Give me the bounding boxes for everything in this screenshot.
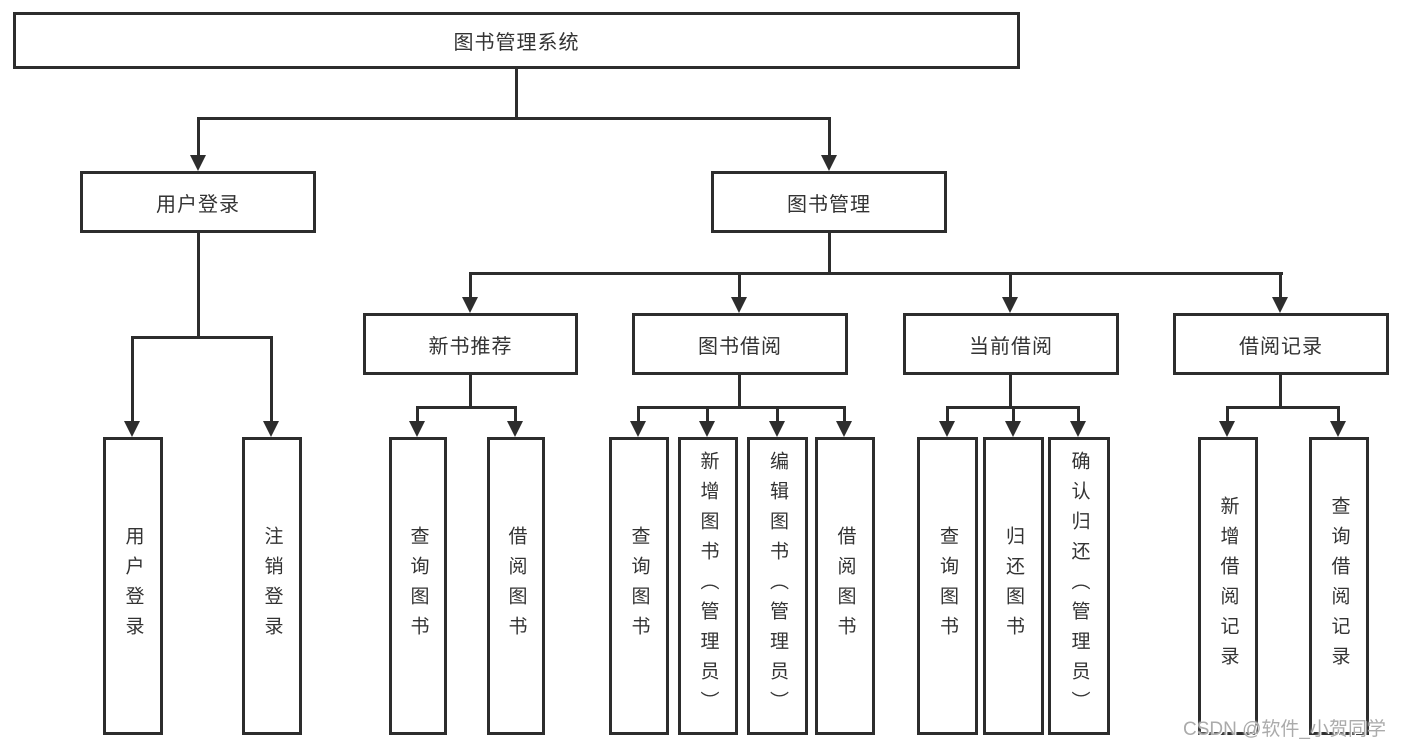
arrowhead-down-icon [1219,421,1235,437]
connector-line [946,406,949,424]
arrowhead-down-icon [821,155,837,171]
connector-line [738,375,741,409]
leaf-user-login-label: 用户登录 [122,526,144,646]
leaf-query-book-current: 查询图书 [917,437,978,735]
arrowhead-down-icon [1002,297,1018,313]
connector-line [1009,375,1012,409]
leaf-add-borrow-record-label: 新增借阅记录 [1217,496,1239,676]
node-borrow-records: 借阅记录 [1173,313,1389,375]
connector-line [270,336,273,424]
node-library-system: 图书管理系统 [13,12,1020,69]
leaf-confirm-return-admin-label: 确认归还（管理员） [1068,451,1090,721]
connector-line [1337,406,1340,424]
node-book-management: 图书管理 [711,171,947,233]
leaf-borrow-book-recommend-label: 借阅图书 [505,526,527,646]
arrowhead-down-icon [939,421,955,437]
leaf-add-borrow-record: 新增借阅记录 [1198,437,1258,735]
leaf-add-book-admin: 新增图书（管理员） [678,437,738,735]
connector-line [1279,375,1282,409]
leaf-query-book-borrow-label: 查询图书 [628,526,650,646]
connector-line [843,406,846,424]
connector-line [1009,272,1012,300]
arrowhead-down-icon [1272,297,1288,313]
csdn-watermark: CSDN @软件_小贺同学 [1183,719,1386,740]
leaf-query-book-recommend: 查询图书 [389,437,447,735]
node-current-borrow-label: 当前借阅 [969,335,1053,358]
arrowhead-down-icon [462,297,478,313]
leaf-edit-book-admin-label: 编辑图书（管理员） [767,451,788,721]
connector-line [197,117,831,120]
node-book-management-label: 图书管理 [787,193,871,216]
arrowhead-down-icon [1005,421,1021,437]
connector-line [197,117,200,157]
arrowhead-down-icon [263,421,279,437]
leaf-borrow-book: 借阅图书 [815,437,875,735]
arrowhead-down-icon [1330,421,1346,437]
leaf-return-book: 归还图书 [983,437,1044,735]
connector-line [197,233,200,339]
connector-line [1226,406,1340,409]
leaf-query-borrow-record: 查询借阅记录 [1309,437,1369,735]
connector-line [1279,272,1282,300]
node-current-borrow: 当前借阅 [903,313,1119,375]
leaf-logout-label: 注销登录 [261,526,283,646]
arrowhead-down-icon [769,421,785,437]
connector-line [131,336,134,424]
node-new-book-recommend: 新书推荐 [363,313,578,375]
arrowhead-down-icon [190,155,206,171]
leaf-borrow-book-label: 借阅图书 [834,526,856,646]
node-library-system-label: 图书管理系统 [453,32,580,54]
leaf-return-book-label: 归还图书 [1003,526,1024,646]
leaf-query-borrow-record-label: 查询借阅记录 [1328,496,1350,676]
arrowhead-down-icon [124,421,140,437]
connector-line [416,406,419,424]
leaf-query-book-borrow: 查询图书 [609,437,669,735]
connector-line [738,272,741,300]
arrowhead-down-icon [836,421,852,437]
connector-line [469,272,1283,275]
connector-line [469,375,472,409]
node-user-login: 用户登录 [80,171,316,233]
leaf-edit-book-admin: 编辑图书（管理员） [747,437,808,735]
connector-line [637,406,640,424]
connector-line [637,406,846,409]
connector-line [828,117,831,157]
connector-line [131,336,273,339]
connector-line [706,406,709,424]
arrowhead-down-icon [699,421,715,437]
leaf-user-login: 用户登录 [103,437,163,735]
arrowhead-down-icon [1070,421,1086,437]
node-borrow-records-label: 借阅记录 [1239,335,1323,358]
connector-line [416,406,517,409]
connector-line [514,406,517,424]
arrowhead-down-icon [731,297,747,313]
node-book-borrow-label: 图书借阅 [698,335,782,358]
leaf-confirm-return-admin: 确认归还（管理员） [1048,437,1110,735]
connector-line [1077,406,1080,424]
connector-line [469,272,472,300]
leaf-add-book-admin-label: 新增图书（管理员） [697,451,719,721]
connector-line [1226,406,1229,424]
arrowhead-down-icon [630,421,646,437]
connector-line [515,69,518,120]
node-new-book-recommend-label: 新书推荐 [428,335,513,358]
leaf-query-book-recommend-label: 查询图书 [407,526,429,646]
arrowhead-down-icon [507,421,523,437]
connector-line [776,406,779,424]
node-user-login-label: 用户登录 [156,193,240,216]
leaf-logout: 注销登录 [242,437,302,735]
arrowhead-down-icon [409,421,425,437]
connector-line [1012,406,1015,424]
connector-line [828,233,831,275]
node-book-borrow: 图书借阅 [632,313,848,375]
leaf-query-book-current-label: 查询图书 [937,526,958,646]
leaf-borrow-book-recommend: 借阅图书 [487,437,545,735]
